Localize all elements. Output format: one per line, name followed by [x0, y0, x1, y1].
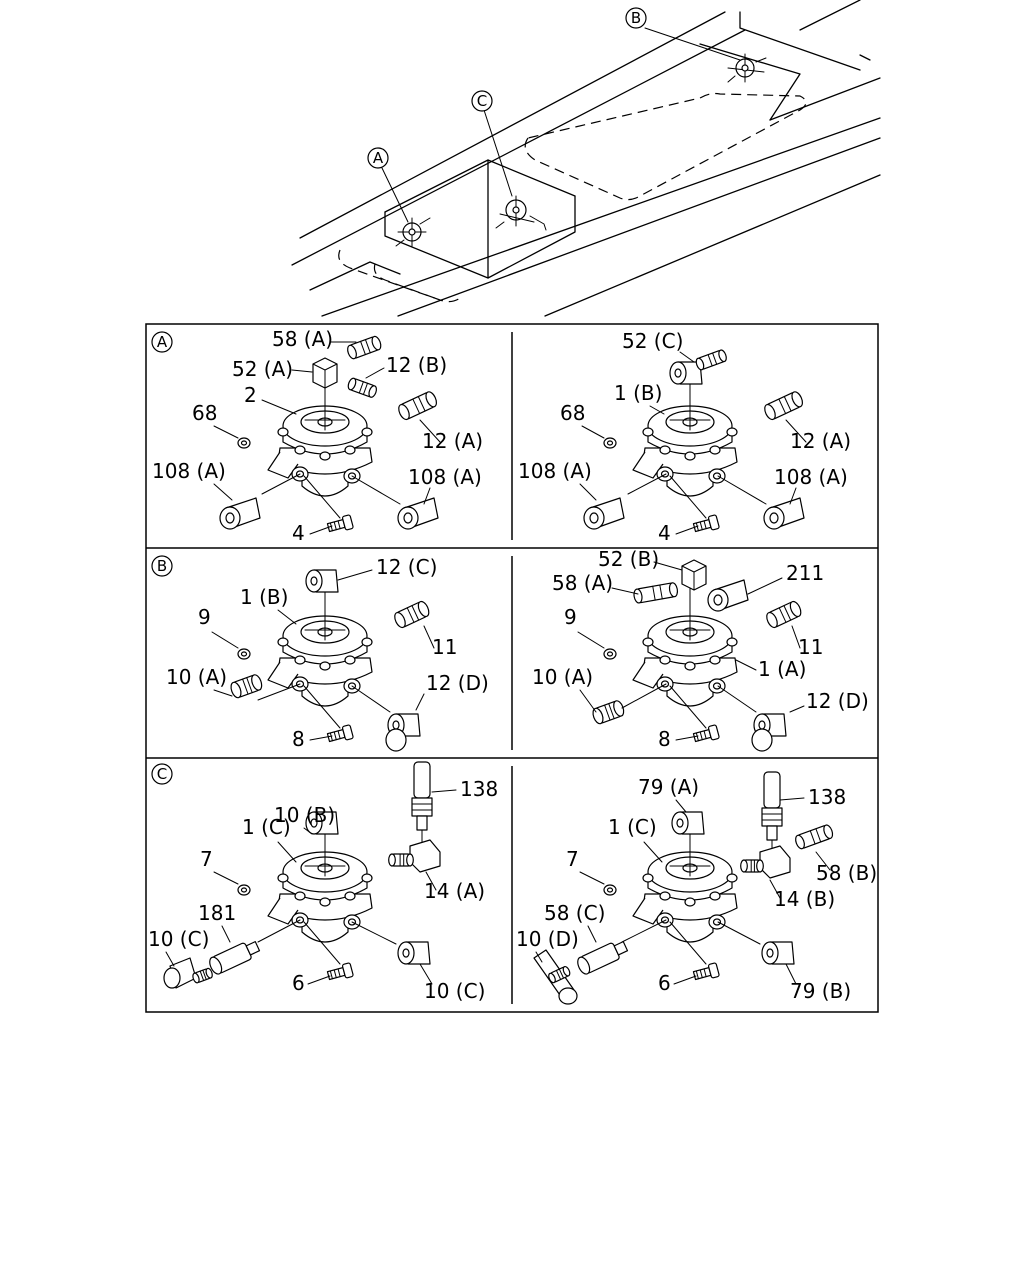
label-7: 7: [566, 847, 579, 871]
label-10d: 10 (D): [516, 927, 579, 951]
panel-a-right: 52 (C) 1 (B) 68 12 (A) 108 (A) 108 (A) 4: [518, 329, 851, 545]
label-211: 211: [786, 561, 824, 585]
label-14b: 14 (B): [774, 887, 835, 911]
callout-a: A: [367, 147, 389, 169]
svg-text:B: B: [631, 9, 641, 27]
label-10a: 10 (A): [532, 665, 593, 689]
label-1b: 1 (B): [614, 381, 662, 405]
label-10b: 10 (B): [274, 803, 335, 827]
label-7: 7: [200, 847, 213, 871]
label-12b: 12 (B): [386, 353, 447, 377]
label-108a-left: 108 (A): [152, 459, 226, 483]
label-58a: 58 (A): [552, 571, 613, 595]
section-callout-a: A: [151, 331, 173, 353]
label-58a: 58 (A): [272, 327, 333, 351]
label-6: 6: [658, 971, 671, 995]
label-9: 9: [198, 605, 211, 629]
label-58c: 58 (C): [544, 901, 605, 925]
label-68: 68: [192, 401, 217, 425]
svg-text:C: C: [477, 92, 487, 110]
callout-c: C: [471, 90, 493, 112]
label-52b: 52 (B): [598, 547, 659, 571]
label-58b: 58 (B): [816, 861, 877, 885]
panel-c-right: 79 (A) 138 1 (C) 7 58 (B)14 (B) 58 (C)10 (D) 6…: [516, 771, 877, 1005]
label-9: 9: [564, 605, 577, 629]
label-68: 68: [560, 401, 585, 425]
label-10c-right: 10 (C): [424, 979, 485, 1003]
section-callout-b: B: [151, 555, 173, 577]
label-14a: 14 (A): [424, 879, 485, 903]
label-1c: 1 (C): [608, 815, 657, 839]
callout-b: B: [625, 7, 647, 29]
panel-b-right: 52 (B)58 (A) 211 9 111 (A) 10 (A) 12 (D) 8: [532, 547, 869, 752]
label-108a-right: 108 (A): [408, 465, 482, 489]
panel-a-left: A 58 (A) 52 (A) 12 (B) 2 68 12 (A) 108 (A) 108 (…: [151, 327, 483, 545]
label-4: 4: [292, 521, 305, 545]
label-1b: 1 (B): [240, 585, 288, 609]
label-6: 6: [292, 971, 305, 995]
label-12a: 12 (A): [790, 429, 851, 453]
label-12a: 12 (A): [422, 429, 483, 453]
svg-text:A: A: [373, 149, 384, 167]
label-52c: 52 (C): [622, 329, 683, 353]
label-10c-left: 10 (C): [148, 927, 209, 951]
svg-text:A: A: [157, 333, 168, 351]
label-108a-right: 108 (A): [774, 465, 848, 489]
label-2: 2: [244, 383, 257, 407]
label-11: 11: [432, 635, 457, 659]
valve-b-location-icon: [727, 53, 767, 83]
label-181: 181: [198, 901, 236, 925]
vehicle-overview: A C B: [291, 0, 881, 317]
label-1c: 1 (C): [242, 815, 291, 839]
label-10a: 10 (A): [166, 665, 227, 689]
label-79a: 79 (A): [638, 775, 699, 799]
label-11: 11: [798, 635, 823, 659]
panel-grid: [145, 323, 879, 1013]
label-12c: 12 (C): [376, 555, 437, 579]
label-108a-left: 108 (A): [518, 459, 592, 483]
panel-b-left: B 12 (C) 1 (B) 9 11 10 (A) 12 (D) 8: [151, 555, 489, 752]
label-52a: 52 (A): [232, 357, 293, 381]
svg-text:B: B: [157, 557, 167, 575]
valve-a-location-icon: [395, 217, 431, 247]
svg-text:C: C: [157, 765, 167, 783]
label-1a: 1 (A): [758, 657, 806, 681]
label-8: 8: [658, 727, 671, 751]
section-callout-c: C: [151, 763, 173, 785]
label-8: 8: [292, 727, 305, 751]
label-138: 138: [808, 785, 846, 809]
label-79b: 79 (B): [790, 979, 851, 1003]
label-12d: 12 (D): [806, 689, 869, 713]
label-4: 4: [658, 521, 671, 545]
label-12d: 12 (D): [426, 671, 489, 695]
valve-c-location-icon: [495, 195, 547, 231]
label-138: 138: [460, 777, 498, 801]
